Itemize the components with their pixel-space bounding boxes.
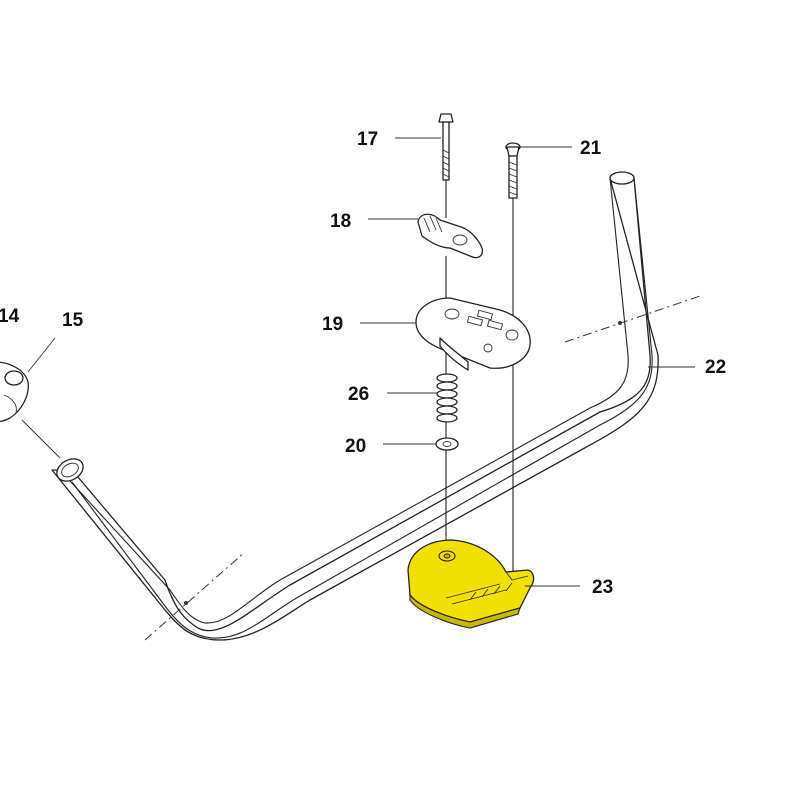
callout-17: 17 <box>357 129 378 150</box>
spring-part-26 <box>436 373 458 423</box>
callout-23: 23 <box>592 577 613 598</box>
centerline-upper <box>564 295 701 343</box>
screw-part-21 <box>505 142 521 199</box>
clamp-part-19 <box>415 297 531 371</box>
callout-18: 18 <box>330 211 351 232</box>
callout-14: 14 <box>0 306 20 327</box>
callout-21: 21 <box>580 138 602 159</box>
leader-grip-axis <box>21 419 61 459</box>
grip-part-15 <box>0 361 29 423</box>
callout-22: 22 <box>705 357 726 378</box>
leader-15 <box>27 337 56 373</box>
handle-bar-part-22 <box>51 171 659 641</box>
bracket-part-23-highlighted <box>407 539 535 629</box>
callout-19: 19 <box>322 314 343 335</box>
callout-20: 20 <box>345 436 366 457</box>
callout-15: 15 <box>62 310 84 331</box>
centerline-lower <box>144 551 246 641</box>
wing-nut-part-18 <box>417 213 484 259</box>
washer-part-20 <box>435 437 459 451</box>
long-bolt-part-17 <box>438 113 454 181</box>
bar-hole-upper <box>618 321 622 325</box>
callout-26: 26 <box>348 384 369 405</box>
bar-hole-lower <box>184 601 188 605</box>
